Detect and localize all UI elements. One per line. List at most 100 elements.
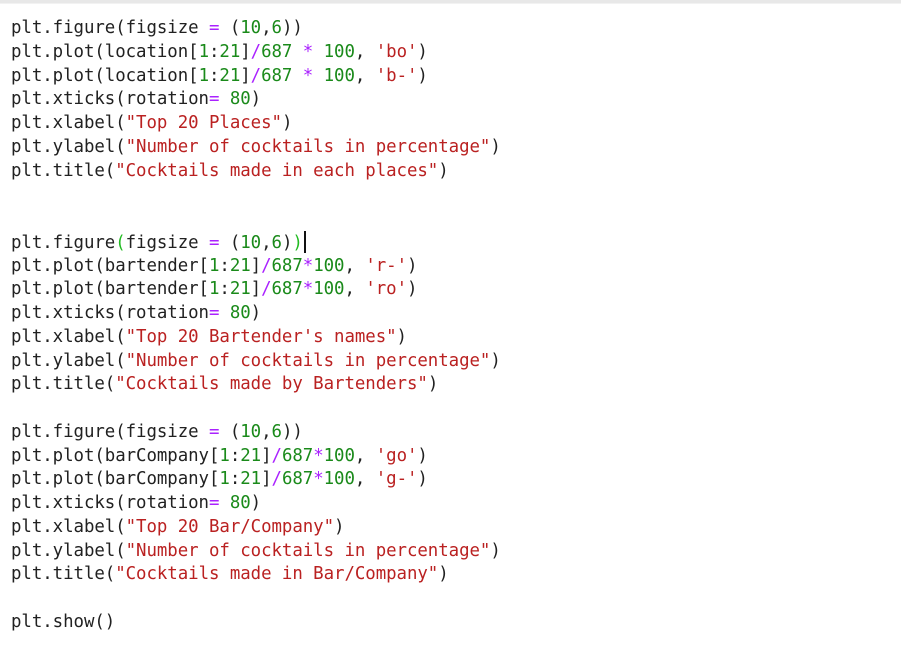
code-token: 100 — [313, 279, 345, 300]
code-token: plt.title( — [11, 564, 116, 585]
code-token: ) — [417, 41, 428, 62]
code-token: plt.plot(barCompany[ — [11, 469, 220, 490]
cell-top-border — [0, 0, 901, 4]
code-token: * — [302, 65, 314, 86]
code-line[interactable]: plt.ylabel("Number of cocktails in perce… — [11, 540, 501, 564]
code-token: / — [271, 445, 282, 466]
code-token: / — [250, 41, 262, 62]
code-line[interactable]: plt.xlabel("Top 20 Places") — [11, 112, 501, 136]
code-token: , — [354, 41, 376, 62]
code-token: ) — [250, 89, 262, 110]
code-token: "Cocktails made in each places" — [115, 160, 439, 181]
code-token: ) — [407, 255, 418, 276]
code-token: "Number of cocktails in percentage" — [125, 136, 491, 157]
code-token: "Number of cocktails in percentage" — [125, 540, 491, 561]
code-token: * — [313, 445, 324, 466]
code-line[interactable]: plt.plot(location[1:21]/687 * 100, 'bo') — [11, 41, 501, 65]
code-token: ) — [250, 493, 262, 513]
code-token: 100 — [313, 255, 345, 276]
blank-line[interactable] — [11, 587, 501, 611]
code-token: 1 — [198, 65, 209, 86]
code-line[interactable]: plt.xticks(rotation= 80) — [11, 492, 501, 516]
code-token: 687 — [281, 469, 314, 490]
code-token: ] — [261, 469, 272, 490]
code-line[interactable]: plt.title("Cocktails made in each places… — [11, 160, 501, 184]
code-token: plt.xlabel( — [11, 516, 126, 537]
code-token: plt.xlabel( — [11, 326, 126, 347]
code-token: ) — [490, 136, 501, 157]
code-token: = — [209, 232, 220, 253]
code-token: ) — [438, 160, 449, 181]
code-line[interactable]: plt.title("Cocktails made in Bar/Company… — [11, 563, 501, 587]
code-token: ) — [427, 374, 439, 395]
code-token: 687 — [271, 255, 303, 276]
code-line[interactable]: plt.xlabel("Top 20 Bar/Company") — [11, 516, 501, 540]
code-line[interactable]: plt.xticks(rotation= 80) — [11, 302, 501, 326]
code-line[interactable]: plt.plot(bartender[1:21]/687*100, 'r-') — [11, 255, 501, 279]
code-token: , — [354, 65, 376, 86]
code-token: 687 — [281, 445, 314, 466]
code-token: "Top 20 Bar/Company" — [125, 516, 335, 537]
code-token: plt.figure(figsize — [11, 18, 209, 38]
code-token: * — [302, 279, 314, 300]
code-token: / — [261, 255, 272, 276]
code-token: 80 — [229, 493, 251, 513]
code-token: plt.xticks(rotation — [11, 493, 209, 513]
code-token: 1 — [208, 255, 220, 276]
code-token: * — [313, 469, 324, 490]
code-token: = — [208, 89, 220, 110]
blank-line[interactable] — [11, 183, 501, 207]
code-token — [292, 66, 302, 86]
code-line[interactable]: plt.xlabel("Top 20 Bartender's names") — [11, 326, 501, 350]
code-line[interactable]: plt.plot(location[1:21]/687 * 100, 'b-') — [11, 65, 501, 89]
code-token: )) — [281, 421, 303, 442]
code-token: plt.ylabel( — [11, 136, 126, 157]
code-token: * — [302, 255, 314, 276]
code-token: "Top 20 Places" — [125, 113, 282, 133]
code-token: , — [344, 279, 366, 300]
code-token: 'bo' — [375, 41, 418, 62]
code-token: ) — [417, 469, 428, 490]
code-token: ) — [334, 516, 345, 537]
code-line[interactable]: plt.figure(figsize = (10,6)) — [11, 421, 501, 445]
code-token: : — [208, 65, 220, 86]
code-cell-editor[interactable]: plt.figure(figsize = (10,6))plt.plot(loc… — [11, 17, 501, 635]
code-token: plt.plot(bartender[ — [11, 279, 209, 300]
code-line[interactable]: plt.title("Cocktails made by Bartenders"… — [11, 373, 501, 397]
code-token: ( — [115, 232, 126, 253]
code-token: = — [208, 18, 220, 38]
code-token: / — [261, 279, 272, 300]
code-line[interactable]: plt.ylabel("Number of cocktails in perce… — [11, 136, 501, 160]
code-line[interactable]: plt.figure(figsize = (10,6)) — [11, 17, 501, 41]
code-token: : — [219, 279, 230, 300]
text-cursor — [303, 230, 306, 253]
code-token — [219, 493, 229, 513]
code-token: ) — [490, 540, 501, 561]
code-token: plt.ylabel( — [11, 540, 126, 561]
code-token: 10 — [240, 18, 262, 38]
code-line[interactable]: plt.show() — [11, 611, 501, 635]
code-token: figsize — [125, 232, 209, 253]
code-token: ) — [490, 350, 501, 371]
code-token: 100 — [323, 469, 355, 490]
code-token: , — [261, 18, 272, 38]
blank-line[interactable] — [11, 207, 501, 231]
code-token — [219, 89, 229, 109]
code-token: , — [261, 232, 272, 253]
code-line[interactable]: plt.plot(barCompany[1:21]/687*100, 'g-') — [11, 468, 501, 492]
code-token: , — [261, 421, 272, 442]
blank-line[interactable] — [11, 397, 501, 421]
code-line[interactable]: plt.plot(bartender[1:21]/687*100, 'ro') — [11, 278, 501, 302]
code-token: 687 — [261, 65, 293, 86]
code-token: plt.plot(bartender[ — [11, 255, 209, 276]
code-line[interactable]: plt.ylabel("Number of cocktails in perce… — [11, 350, 501, 374]
code-line[interactable]: plt.xticks(rotation= 80) — [11, 88, 501, 112]
code-token: plt.plot(location[ — [11, 65, 199, 86]
code-line[interactable]: plt.figure(figsize = (10,6)) — [11, 230, 501, 255]
code-token: plt.plot(location[ — [11, 41, 199, 62]
code-token: 1 — [208, 279, 220, 300]
code-line[interactable]: plt.plot(barCompany[1:21]/687*100, 'go') — [11, 445, 501, 469]
code-token: ( — [219, 18, 241, 38]
code-token: 80 — [229, 89, 251, 110]
code-token: = — [208, 421, 220, 442]
